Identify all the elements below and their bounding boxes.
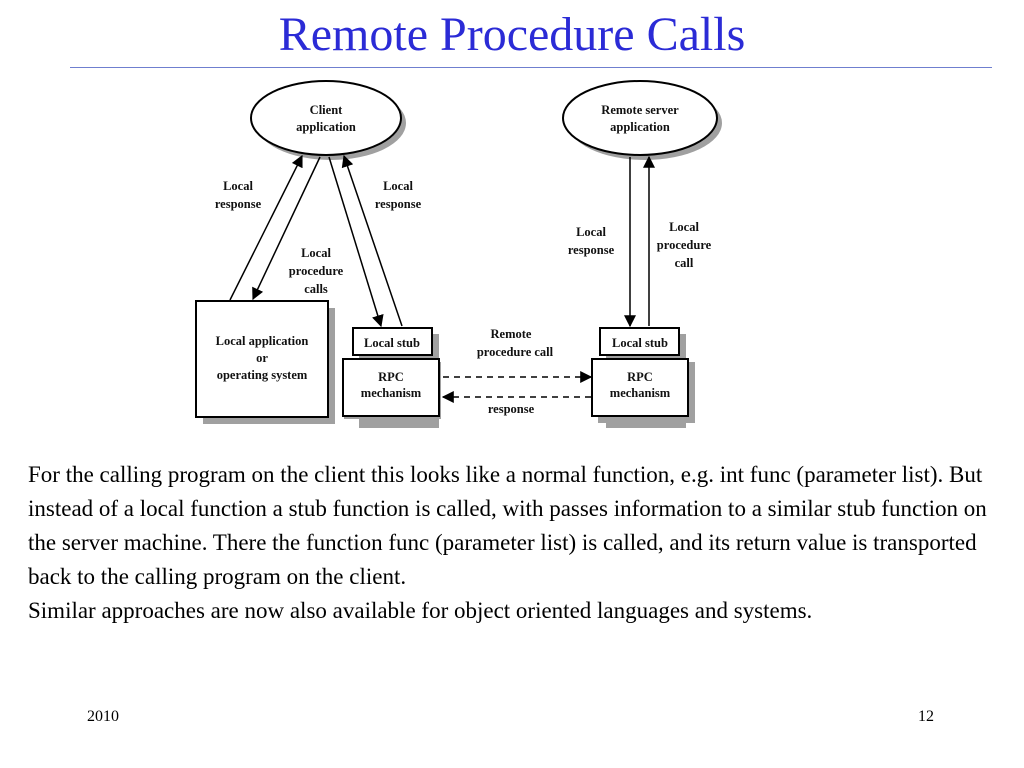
label-local-response-mid: Local response <box>375 179 422 211</box>
svg-text:Local: Local <box>301 246 331 260</box>
svg-text:Remote: Remote <box>491 327 532 341</box>
svg-text:calls: calls <box>304 282 328 296</box>
remote-server-application-node: Remote server application <box>562 80 722 160</box>
svg-text:Local: Local <box>576 225 606 239</box>
local-application-label-line3: operating system <box>217 368 308 382</box>
body-paragraph-1: For the calling program on the client th… <box>28 462 987 589</box>
label-response: response <box>488 402 535 416</box>
local-procedure-call-to-stub-arrow <box>328 156 384 328</box>
local-procedure-call-arrow <box>252 156 321 301</box>
svg-text:response: response <box>568 243 615 257</box>
local-response-arrow-mid <box>341 154 403 327</box>
local-application-label-line2: or <box>256 351 268 365</box>
client-application-label-line1: Client <box>310 103 343 117</box>
label-local-response-right: Local response <box>568 225 615 257</box>
client-application-node: Client application <box>250 80 406 160</box>
label-local-procedure-call: Local procedure call <box>657 220 712 270</box>
svg-text:Local: Local <box>223 179 253 193</box>
label-local-response-left: Local response <box>215 179 262 211</box>
client-application-label-line2: application <box>296 120 356 134</box>
slide-body: For the calling program on the client th… <box>28 458 1003 628</box>
slide-title: Remote Procedure Calls <box>278 8 746 61</box>
client-rpc-label-line2: mechanism <box>361 386 422 400</box>
svg-text:Local: Local <box>669 220 699 234</box>
label-local-procedure-calls: Local procedure calls <box>289 246 344 296</box>
body-paragraph-2: Similar approaches are now also availabl… <box>28 598 813 623</box>
svg-text:procedure: procedure <box>289 264 344 278</box>
svg-text:response: response <box>215 197 262 211</box>
svg-text:Local: Local <box>383 179 413 193</box>
remote-server-label-line1: Remote server <box>601 103 679 117</box>
footer-year: 2010 <box>87 708 119 725</box>
local-application-label-line1: Local application <box>216 334 309 348</box>
client-stub-label: Local stub <box>364 336 420 350</box>
server-stub-label: Local stub <box>612 336 668 350</box>
local-application-box: Local application or operating system <box>195 300 335 424</box>
label-remote-procedure-call: Remote procedure call <box>477 327 554 359</box>
title-divider <box>70 67 992 68</box>
server-stub-stack: Local stub RPC mechanism <box>591 327 695 428</box>
server-rpc-label-line1: RPC <box>627 370 653 384</box>
local-response-arrow-left <box>229 154 303 301</box>
client-stub-stack: Local stub RPC mechanism <box>342 327 441 428</box>
svg-text:procedure call: procedure call <box>477 345 554 359</box>
server-rpc-label-line2: mechanism <box>610 386 671 400</box>
svg-text:response: response <box>375 197 422 211</box>
remote-server-label-line2: application <box>610 120 670 134</box>
client-rpc-label-line1: RPC <box>378 370 404 384</box>
slide-number: 12 <box>918 708 934 725</box>
svg-text:call: call <box>675 256 694 270</box>
svg-text:procedure: procedure <box>657 238 712 252</box>
